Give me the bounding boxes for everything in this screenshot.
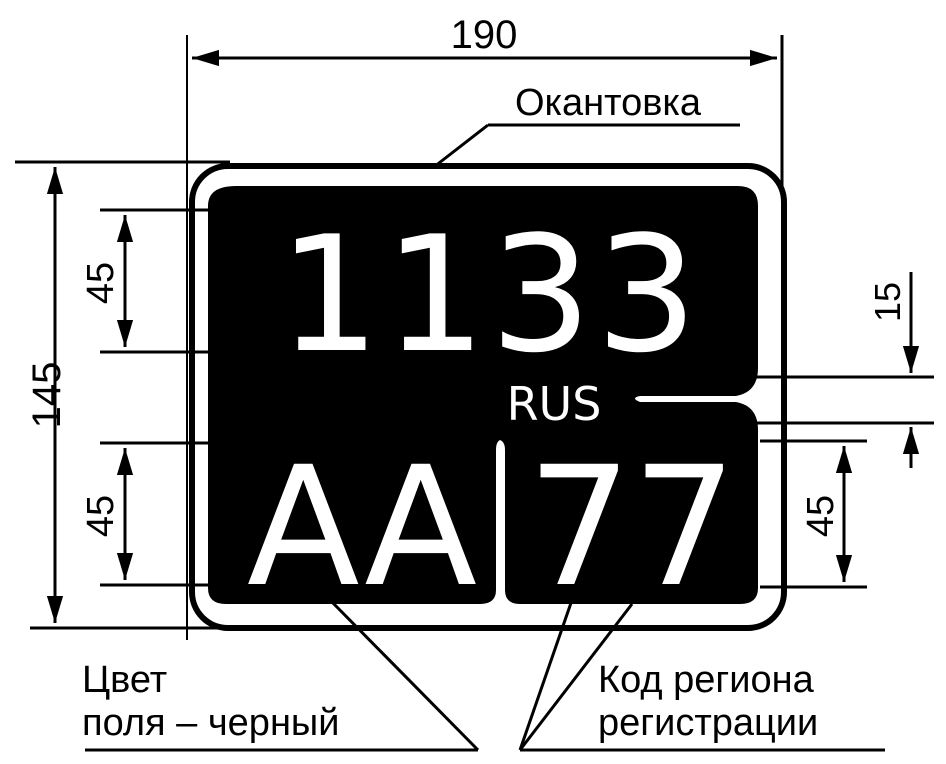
bottom-row-right-label: 45 (800, 495, 842, 537)
region-code-line1: Код региона (598, 659, 815, 701)
field-color-line1: Цвет (82, 659, 167, 701)
top-row-label: 45 (80, 262, 122, 304)
rus-band-dimension: 15 (755, 272, 934, 468)
plate-region-code: 77 (527, 431, 737, 623)
plate-series-letters: AA (247, 431, 477, 623)
field-color-callout: Цвет поля – черный (82, 598, 480, 752)
rus-band-label: 15 (867, 282, 908, 322)
bottom-row-left-dimension: 45 (80, 441, 210, 587)
bottom-row-left-label: 45 (80, 495, 122, 537)
border-label: Окантовка (515, 82, 702, 124)
bottom-row-right-dimension: 45 (760, 439, 867, 589)
top-field (208, 186, 758, 604)
border-callout: Окантовка (429, 82, 740, 172)
top-row-dimension: 45 (80, 208, 210, 354)
plate: 1133 RUS AA 77 (189, 163, 787, 631)
height-dimension: 145 (15, 160, 235, 630)
width-label: 190 (451, 13, 518, 57)
region-code-line2: регистрации (598, 702, 818, 744)
region-code-callout: Код региона регистрации (518, 599, 885, 752)
width-dimension: 190 (186, 13, 784, 640)
field-color-line2: поля – черный (82, 702, 339, 744)
plate-top-number: 1133 (278, 201, 701, 388)
height-label: 145 (25, 362, 69, 429)
plate-country-code: RUS (507, 377, 602, 431)
